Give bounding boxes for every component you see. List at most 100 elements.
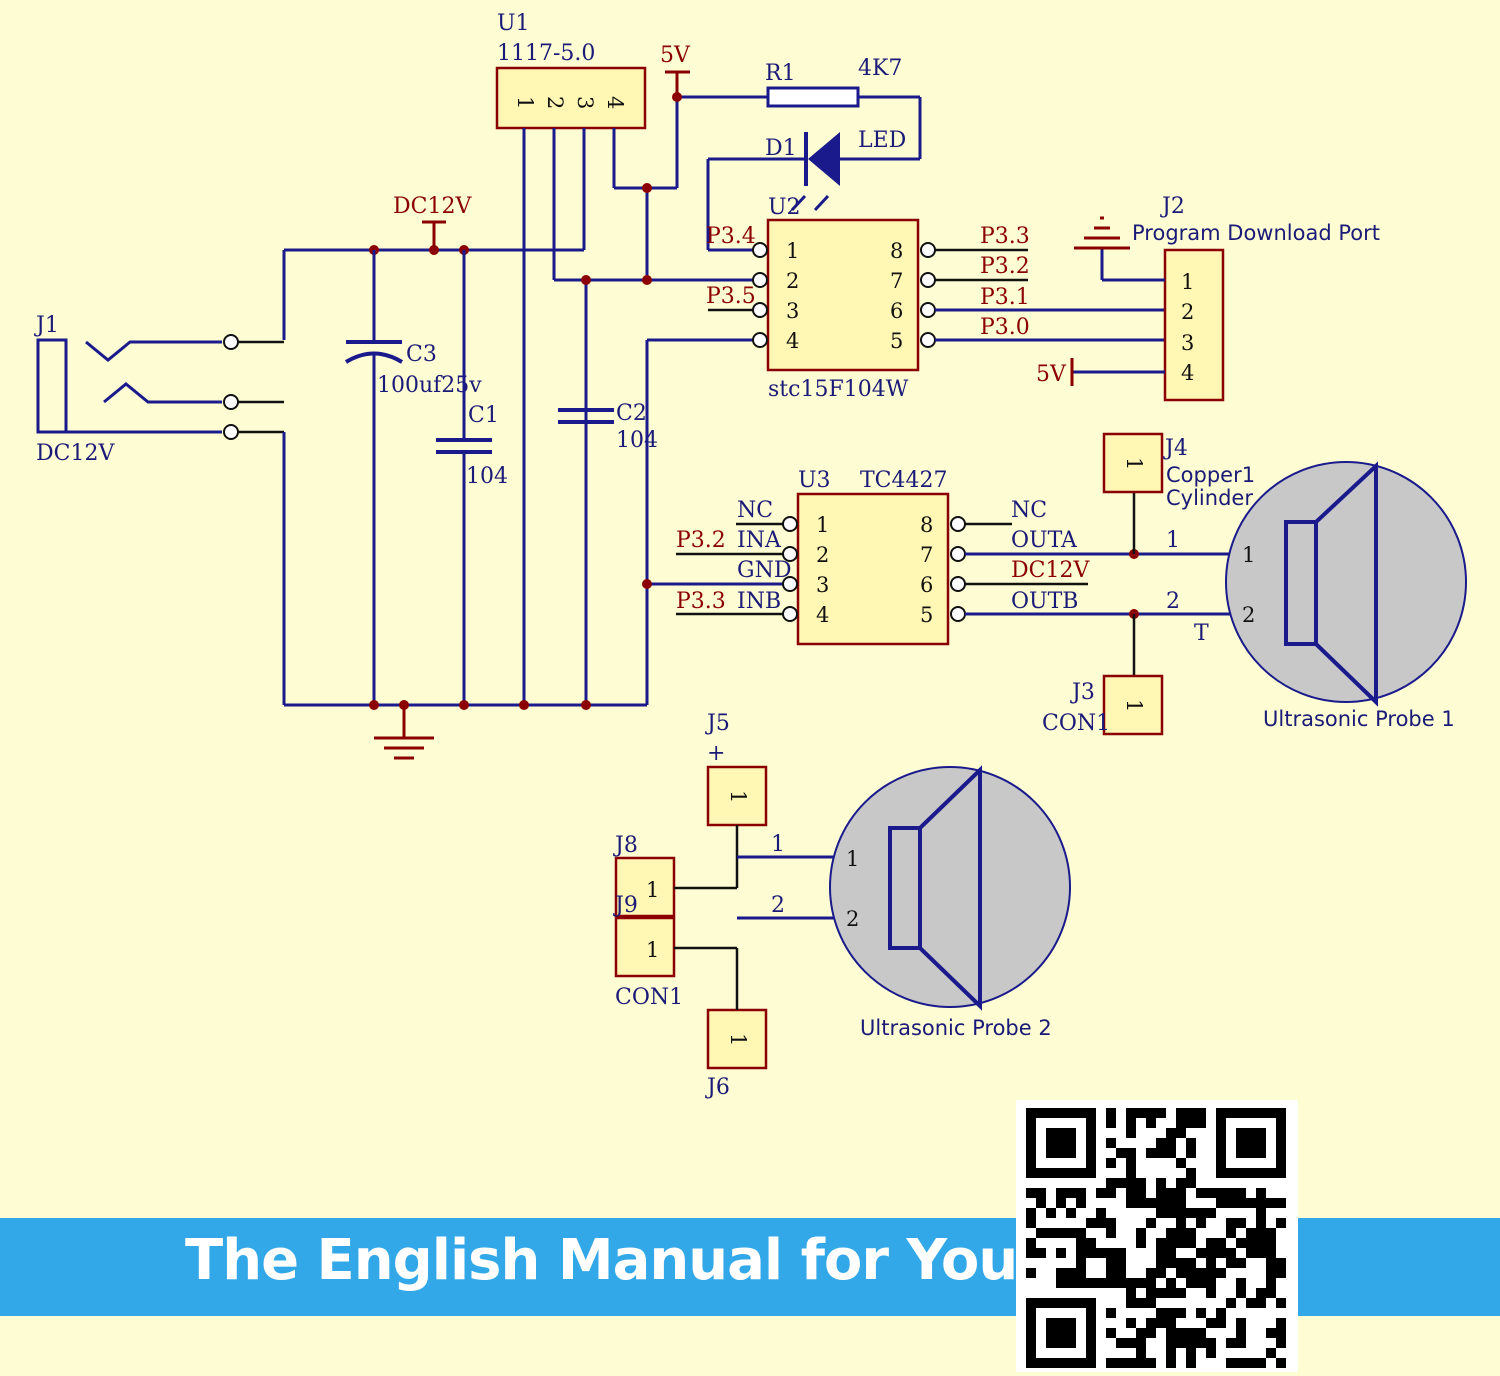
probe2-wire2: 2 xyxy=(771,893,785,918)
j4-value-2: Cylinder xyxy=(1166,486,1253,510)
j8-pin: 1 xyxy=(646,878,659,902)
j5-body xyxy=(706,765,768,827)
j5-plus: + xyxy=(707,741,725,766)
ultrasonic-probe-1: 1 2 T 1 2 Ultrasonic Probe 1 xyxy=(1166,461,1467,731)
u2-pin: 2 xyxy=(786,269,799,293)
u3-pin: 7 xyxy=(920,543,933,567)
j2-pin: 1 xyxy=(1181,270,1194,294)
probe1-wire1: 1 xyxy=(1166,528,1180,553)
r1-value: 4K7 xyxy=(858,56,902,81)
u1-ref: U1 xyxy=(497,11,530,36)
j1-dc-jack: J1 DC12V xyxy=(34,313,286,705)
probe2-label: Ultrasonic Probe 2 xyxy=(860,1016,1052,1040)
j3-value: CON1 xyxy=(1042,711,1110,736)
u1-pin: 2 xyxy=(543,96,567,109)
u2-net-p35: P3.5 xyxy=(706,284,756,309)
banner-title: The English Manual for You xyxy=(185,1228,1018,1293)
j8-j9-connectors: J8 1 J9 1 CON1 xyxy=(613,833,683,1010)
u3-out-outb: OUTB xyxy=(1011,589,1078,614)
u2-pin: 4 xyxy=(786,329,799,353)
ground-bus xyxy=(284,338,790,760)
u2-net-p31: P3.1 xyxy=(980,285,1030,310)
u3-in-ina: INA xyxy=(737,528,782,553)
j5-connector: J5 + 1 xyxy=(705,711,768,827)
u1-pin: 1 xyxy=(513,96,537,109)
j6-body xyxy=(706,1008,768,1070)
u3-pin: 1 xyxy=(816,513,829,537)
probe2-pin1: 1 xyxy=(846,847,859,871)
u2-net-p34: P3.4 xyxy=(706,224,756,249)
u3-out-nc: NC xyxy=(1011,498,1047,523)
u3-net-p33: P3.3 xyxy=(676,589,726,614)
r1-ref: R1 xyxy=(765,61,796,86)
u2-mcu: U2 1 2 3 4 8 7 6 5 stc15F104W P3.4 P3.5 … xyxy=(706,195,1165,402)
j4-body xyxy=(1102,432,1164,494)
j8-ref: J8 xyxy=(613,833,638,858)
j4-ref: J4 xyxy=(1163,436,1188,461)
c1-ref: C1 xyxy=(468,403,499,428)
u3-pin: 6 xyxy=(920,573,933,597)
j2-value: Program Download Port xyxy=(1132,221,1380,245)
j1-value: DC12V xyxy=(36,441,115,466)
u1-value: 1117-5.0 xyxy=(497,41,595,66)
j4-value-1: Copper1 xyxy=(1166,463,1255,487)
u3-pin: 3 xyxy=(816,573,829,597)
dc12v-top-label: DC12V xyxy=(393,194,472,219)
u2-body xyxy=(766,218,920,372)
probe2-pin2: 2 xyxy=(846,907,859,931)
ground-symbol-icon xyxy=(1074,216,1130,250)
j3-pin: 1 xyxy=(1122,699,1146,712)
j9-body xyxy=(614,916,676,978)
u3-in-inb: INB xyxy=(737,589,781,614)
u1-regulator: U1 1117-5.0 1 2 3 4 xyxy=(495,11,647,130)
u2-ref: U2 xyxy=(768,195,801,220)
u1-pin: 3 xyxy=(573,96,597,109)
probe1-wire2: 2 xyxy=(1166,589,1180,614)
j6-pin: 1 xyxy=(726,1033,750,1046)
u3-out-dc12v: DC12V xyxy=(1011,558,1090,583)
u3-value: TC4427 xyxy=(860,468,948,493)
u3-in-nc: NC xyxy=(737,498,773,523)
u3-net-p32: P3.2 xyxy=(676,528,726,553)
u2-net-p33: P3.3 xyxy=(980,224,1030,249)
j2-pin: 2 xyxy=(1181,300,1194,324)
j9-ref: J9 xyxy=(613,893,638,918)
j5-ref: J5 xyxy=(705,711,730,736)
probe1-t: T xyxy=(1194,621,1209,646)
u3-pin: 2 xyxy=(816,543,829,567)
j3-ref: J3 xyxy=(1070,680,1095,705)
j2-pin: 4 xyxy=(1181,361,1194,385)
c3-value: 100uf25v xyxy=(377,373,482,398)
u3-pin: 4 xyxy=(816,603,829,627)
u3-out-outa: OUTA xyxy=(1011,528,1078,553)
j2-ref: J2 xyxy=(1160,194,1185,219)
d1-value: LED xyxy=(858,128,906,153)
j9-value: CON1 xyxy=(615,985,683,1010)
u2-pin: 5 xyxy=(890,329,903,353)
probe2-wire1: 1 xyxy=(771,832,785,857)
u3-pin: 8 xyxy=(920,513,933,537)
c1-capacitor: C1 104 xyxy=(436,250,508,705)
c2-capacitor: C2 104 xyxy=(558,401,658,453)
c3-ref: C3 xyxy=(406,342,437,367)
probe1-label: Ultrasonic Probe 1 xyxy=(1263,707,1455,731)
d1-led: D1 LED xyxy=(765,128,906,212)
u2-pin: 8 xyxy=(890,239,903,263)
v5-j2-label: 5V xyxy=(1036,362,1067,387)
j5-pin: 1 xyxy=(726,790,750,803)
u2-pin: 7 xyxy=(890,269,903,293)
c2-value: 104 xyxy=(616,428,658,453)
qr-code-icon xyxy=(1016,1100,1298,1372)
probe1-pin2: 2 xyxy=(1242,603,1255,627)
u2-pin: 1 xyxy=(786,239,799,263)
u3-body xyxy=(796,492,950,646)
d1-ref: D1 xyxy=(765,136,797,161)
j6-ref: J6 xyxy=(705,1075,730,1100)
ultrasonic-probe-2: 1 2 Ultrasonic Probe 2 xyxy=(829,765,1071,1040)
dc12v-rail: DC12V xyxy=(282,194,584,340)
c3-capacitor: C3 100uf25v xyxy=(344,250,482,705)
j3-body xyxy=(1102,674,1164,736)
u1-wiring xyxy=(522,92,922,705)
